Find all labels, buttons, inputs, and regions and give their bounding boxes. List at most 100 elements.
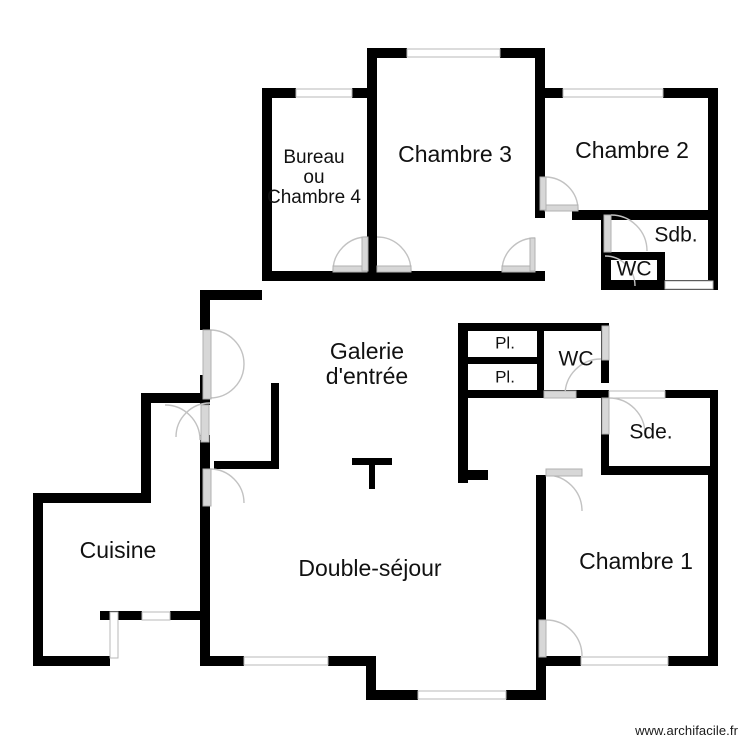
wall-placards-outer-top (458, 323, 608, 331)
door-leaf-wc-mid (601, 325, 610, 361)
door-arc-chambre1 (545, 474, 583, 512)
wall-galerie-left-lower (200, 435, 210, 470)
wall-sejour-right-low (536, 656, 546, 700)
door-arc-chambre3 (376, 236, 412, 272)
door-leaf-sde (601, 397, 610, 435)
wall-sejour-step-vert (366, 656, 376, 700)
wall-chambre3-top-right (500, 48, 545, 58)
wall-chambre3-left (367, 48, 377, 281)
wall-chambre2-bottom (572, 210, 708, 220)
room-label-double-sejour: Double-séjour (298, 555, 442, 581)
opening-cuisine-window (141, 611, 171, 621)
door-leaf-chambre3-bv (529, 237, 536, 272)
opening-sdb-window (664, 280, 714, 290)
wall-galerie-inner-vert (271, 383, 279, 469)
door-arc-galerie-b (209, 363, 245, 399)
door-arc-cuisine (175, 402, 211, 438)
wall-tee-vertical (369, 458, 375, 489)
wall-cuisine-inner-step (100, 611, 142, 620)
wall-sde-right (710, 390, 718, 475)
wall-chambre2-right (708, 88, 718, 290)
wall-wc-mid-bottom-left (458, 390, 608, 398)
wall-galerie-top-step (200, 290, 262, 300)
room-label-cuisine: Cuisine (80, 537, 157, 563)
wall-chambre2-top-left (545, 88, 563, 98)
wall-chambre2-top-right (663, 88, 718, 98)
door-arc-wc-mid (564, 358, 602, 396)
room-label-wc-top: WC (617, 258, 652, 281)
wall-bureau-left (262, 88, 272, 281)
wall-sejour-right-wall (536, 475, 546, 670)
wall-cuisine-top (33, 493, 151, 503)
wall-sejour-bottom-low-l (366, 690, 418, 700)
wall-cuisine-upper-vert (141, 393, 151, 503)
room-label-chambre1: Chambre 1 (579, 548, 693, 574)
wall-bureau-top-left (262, 88, 296, 98)
door-arc-galerie-a (209, 329, 245, 365)
opening-bureau-window (295, 88, 353, 98)
door-arc-galerie-d (209, 468, 245, 504)
wall-placard-divider-1 (466, 357, 544, 364)
door-arc-bureau (332, 236, 368, 272)
wall-cuisine-upper-top (141, 393, 210, 403)
door-leaf-wc-mid-h (543, 390, 577, 399)
wall-chambre3-top-left (367, 48, 407, 58)
door-leaf-galerie-c (200, 404, 210, 443)
wall-chambre1-bottom-right (668, 656, 718, 666)
wall-chambre1-bottom-left (546, 656, 581, 666)
door-leaf-chambre2 (544, 204, 579, 212)
wall-galerie-right-wall (458, 323, 468, 483)
opening-chambre2-window (562, 88, 664, 98)
room-label-galerie-line1: Galerie (330, 338, 404, 364)
wall-wc-top-box-right (657, 252, 665, 288)
watermark-archifacile: www.archifacile.fr (635, 723, 738, 738)
door-leaf-chambre2-v (539, 176, 547, 211)
room-label-bureau-line2: ou (303, 167, 324, 188)
wall-cuisine-inner-step2 (170, 611, 210, 620)
wall-sejour-bottom-left (200, 656, 244, 666)
wall-sde-top-right (665, 390, 718, 398)
wall-sejour-bottom-low-r (506, 690, 546, 700)
wall-chambre3-right (535, 48, 545, 218)
door-leaf-galerie-ab (202, 329, 212, 400)
opening-chambre3-window (406, 48, 501, 58)
door-leaf-chambre1-b (538, 619, 547, 658)
room-label-sde: Sde. (629, 421, 672, 444)
room-label-bureau-line1: Bureau (283, 147, 344, 168)
door-leaf-chambre1 (545, 468, 583, 477)
door-leaf-galerie-d (202, 468, 212, 507)
room-label-galerie-line2: d'entrée (326, 363, 408, 389)
doors-layer (164, 176, 648, 658)
room-label-placard-1: Pl. (495, 333, 515, 352)
room-label-chambre3: Chambre 3 (398, 141, 512, 167)
door-arc-chambre1-b (545, 619, 583, 657)
wall-placard-right-edge (537, 323, 544, 397)
opening-cuisine-door-left (109, 611, 119, 659)
wall-sde-bottom (601, 466, 718, 475)
door-arc-sde (608, 397, 646, 435)
door-leaf-bureau-v (361, 236, 369, 272)
room-label-placard-2: Pl. (495, 367, 515, 386)
door-arc-galerie-c (164, 404, 201, 441)
wall-bureau-top-right (352, 88, 372, 98)
opening-sde-window (608, 390, 666, 399)
wall-sejour-bottom-mid (328, 656, 376, 666)
room-label-bureau-line3: Chambre 4 (267, 187, 361, 208)
door-leaf-chambre3 (376, 265, 412, 273)
opening-sejour-window-2 (417, 690, 507, 700)
door-arc-wc-top (610, 214, 648, 252)
wall-cuisine-left (33, 493, 43, 666)
openings-layer (109, 48, 714, 700)
opening-chambre1-window (580, 656, 669, 666)
door-leaf-wc-top (603, 214, 612, 253)
room-label-chambre2: Chambre 2 (575, 137, 689, 163)
opening-sejour-window-1 (243, 656, 329, 666)
wall-sejour-left-wall (200, 470, 210, 666)
wall-chambre3-bottom (377, 271, 545, 281)
wall-galerie-left-upper (200, 290, 210, 330)
wall-chambre1-right (708, 466, 718, 666)
wall-bureau-bottom (262, 271, 377, 281)
wall-cuisine-bottom-left (33, 656, 110, 666)
